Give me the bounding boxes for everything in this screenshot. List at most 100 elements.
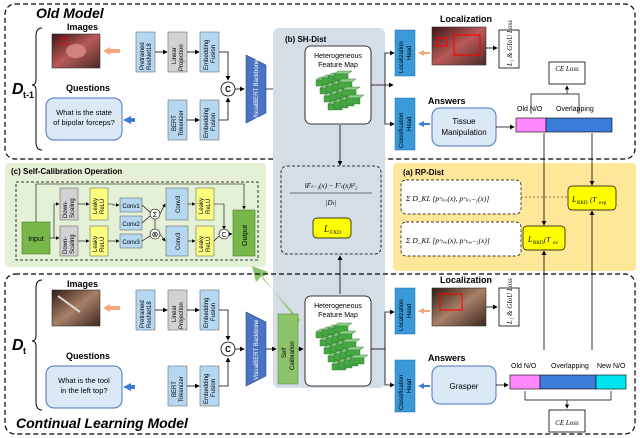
svg-text:Heterogeneous: Heterogeneous <box>314 303 362 310</box>
svg-text:Fusion: Fusion <box>211 113 217 131</box>
new-heterogeneous-feature-map: Heterogeneous Feature Map <box>304 295 372 387</box>
svg-text:Fusion: Fusion <box>211 45 217 63</box>
svg-text:ResNet18: ResNet18 <box>147 301 153 328</box>
svg-text:Conv3: Conv3 <box>176 232 182 250</box>
svg-text:L₁ & GIoU Loss: L₁ & GIoU Loss <box>506 20 514 67</box>
old-answer-1: Tissue <box>452 117 476 126</box>
rkd-exp-loss-box <box>567 185 617 211</box>
new-question-box <box>45 365 123 409</box>
svg-text:Output: Output <box>242 225 249 246</box>
svg-text:Tokenizer: Tokenizer <box>179 376 185 402</box>
old-overlapping-label: Overlapping <box>556 106 594 113</box>
rp-equation-ov: Σ D_KL [pᶜₜₒᵤ(x), pᶜₜₒᵤ₋₁(x)] <box>405 236 490 245</box>
svg-text:C: C <box>221 232 226 239</box>
svg-text:CE Loss: CE Loss <box>555 65 579 73</box>
svg-text:Calibration: Calibration <box>290 341 296 370</box>
new-questions-label: Questions <box>66 351 110 361</box>
svg-text:Head: Head <box>407 46 413 60</box>
rp-equation-exp: Σ D_KL [pᶜₜₑₓ(x), pᶜₜₑₓ₋₁(x)] <box>405 194 489 203</box>
svg-text:ReLU: ReLU <box>206 199 212 214</box>
svg-text:⊗: ⊗ <box>152 230 159 239</box>
old-embed-fusion-2: Embedding Fusion <box>199 99 220 141</box>
fxd-equation-denominator: |Dₜ| <box>326 199 337 207</box>
new-answers-label: Answers <box>428 353 466 363</box>
svg-text:Leaky: Leaky <box>199 198 205 214</box>
svg-text:(T: (T <box>544 236 551 244</box>
new-domain-sub: t <box>23 346 26 356</box>
svg-text:Feature Map: Feature Map <box>318 62 358 69</box>
old-answer-box <box>431 107 497 147</box>
svg-text:L: L <box>527 235 533 244</box>
svg-text:Conv1: Conv1 <box>122 204 140 210</box>
continual-model-panel <box>4 273 636 435</box>
svg-text:Head: Head <box>407 304 413 318</box>
svg-text:Fusion: Fusion <box>211 379 217 397</box>
old-overlapping-bar <box>545 117 613 133</box>
new-classification-head: Classification Head <box>394 359 416 413</box>
old-localization-label: Localization <box>440 14 492 24</box>
svg-text:L: L <box>323 224 329 234</box>
svg-text:RKD: RKD <box>533 241 544 246</box>
new-brace <box>31 279 43 411</box>
svg-text:Heterogeneous: Heterogeneous <box>314 53 362 60</box>
old-old-no-bar <box>515 117 547 133</box>
feature-cube <box>349 357 365 365</box>
new-question-text-2: in the left top? <box>60 386 107 395</box>
calib-output <box>232 209 256 257</box>
old-answer-2: Manipulation <box>441 128 486 137</box>
svg-text:Conv2: Conv2 <box>122 222 140 228</box>
svg-text:ResNet18: ResNet18 <box>147 43 153 70</box>
green-calibration-arrow <box>252 266 300 322</box>
new-embed-fusion-2: Embedding Fusion <box>199 365 220 407</box>
self-calibration-block: Self Calibration <box>277 313 299 385</box>
new-visualbert-backbone: VisualBERT Backbone <box>245 311 267 387</box>
svg-text:Projection: Projection <box>179 302 185 329</box>
svg-text:Embedding: Embedding <box>204 374 210 404</box>
calib-input <box>21 221 51 255</box>
svg-text:Scaling: Scaling <box>70 234 76 254</box>
svg-text:VisualBERT Backbone: VisualBERT Backbone <box>254 59 260 120</box>
new-overlapping-label: Overlapping <box>551 363 589 370</box>
new-new-no-label: New N/O <box>597 363 626 370</box>
old-domain-sub: t-1 <box>23 90 34 100</box>
new-new-no-bar <box>595 374 627 390</box>
svg-text:Leaky: Leaky <box>93 198 99 214</box>
svg-text:CE Loss: CE Loss <box>555 419 579 427</box>
old-brace <box>31 27 43 151</box>
svg-text:BERT: BERT <box>172 381 178 397</box>
svg-text:Down-: Down- <box>63 237 69 254</box>
new-answer: Grasper <box>450 382 479 391</box>
svg-text:exp: exp <box>599 201 607 206</box>
svg-text:C: C <box>225 85 231 94</box>
rp-dist-title: (a) RP-Dist <box>403 168 444 177</box>
self-calibration-title: (c) Self-Calibration Operation <box>11 167 122 176</box>
old-domain-label: D <box>12 81 24 98</box>
svg-text:Classification: Classification <box>399 375 405 410</box>
svg-text:Localization: Localization <box>399 299 405 331</box>
svg-text:Leaky: Leaky <box>199 236 205 252</box>
svg-text:Input: Input <box>28 236 44 243</box>
fxd-loss-box <box>312 217 352 239</box>
svg-text:Tokenizer: Tokenizer <box>179 110 185 136</box>
svg-text:ReLU: ReLU <box>206 237 212 252</box>
svg-text:Head: Head <box>407 379 413 393</box>
old-images-label: Images <box>67 22 98 32</box>
svg-text:Fusion: Fusion <box>211 303 217 321</box>
svg-text:Conv3: Conv3 <box>176 195 182 213</box>
svg-text:ReLU: ReLU <box>100 237 106 252</box>
continual-model-title: Continual Learning Model <box>16 415 189 431</box>
old-question-box <box>45 97 123 141</box>
svg-text:BERT: BERT <box>172 115 178 131</box>
svg-text:Scaling: Scaling <box>70 198 76 218</box>
svg-text:Pretrained: Pretrained <box>140 300 146 328</box>
old-questions-label: Questions <box>66 83 110 93</box>
new-old-no-bar <box>509 374 541 390</box>
svg-text:Σ: Σ <box>153 212 158 219</box>
fxd-equation-numerator: ‖Fₜ₋₁(x) − F′ₜ(x)‖²₂ <box>305 182 358 190</box>
old-ce-loss-box <box>548 61 586 85</box>
old-resnet-box: Pretrained ResNet18 <box>135 31 156 73</box>
svg-text:L₁ & GIoU Loss: L₁ & GIoU Loss <box>506 278 514 325</box>
svg-text:Classification: Classification <box>399 113 405 148</box>
old-localization-head: Localization Head <box>394 29 416 77</box>
